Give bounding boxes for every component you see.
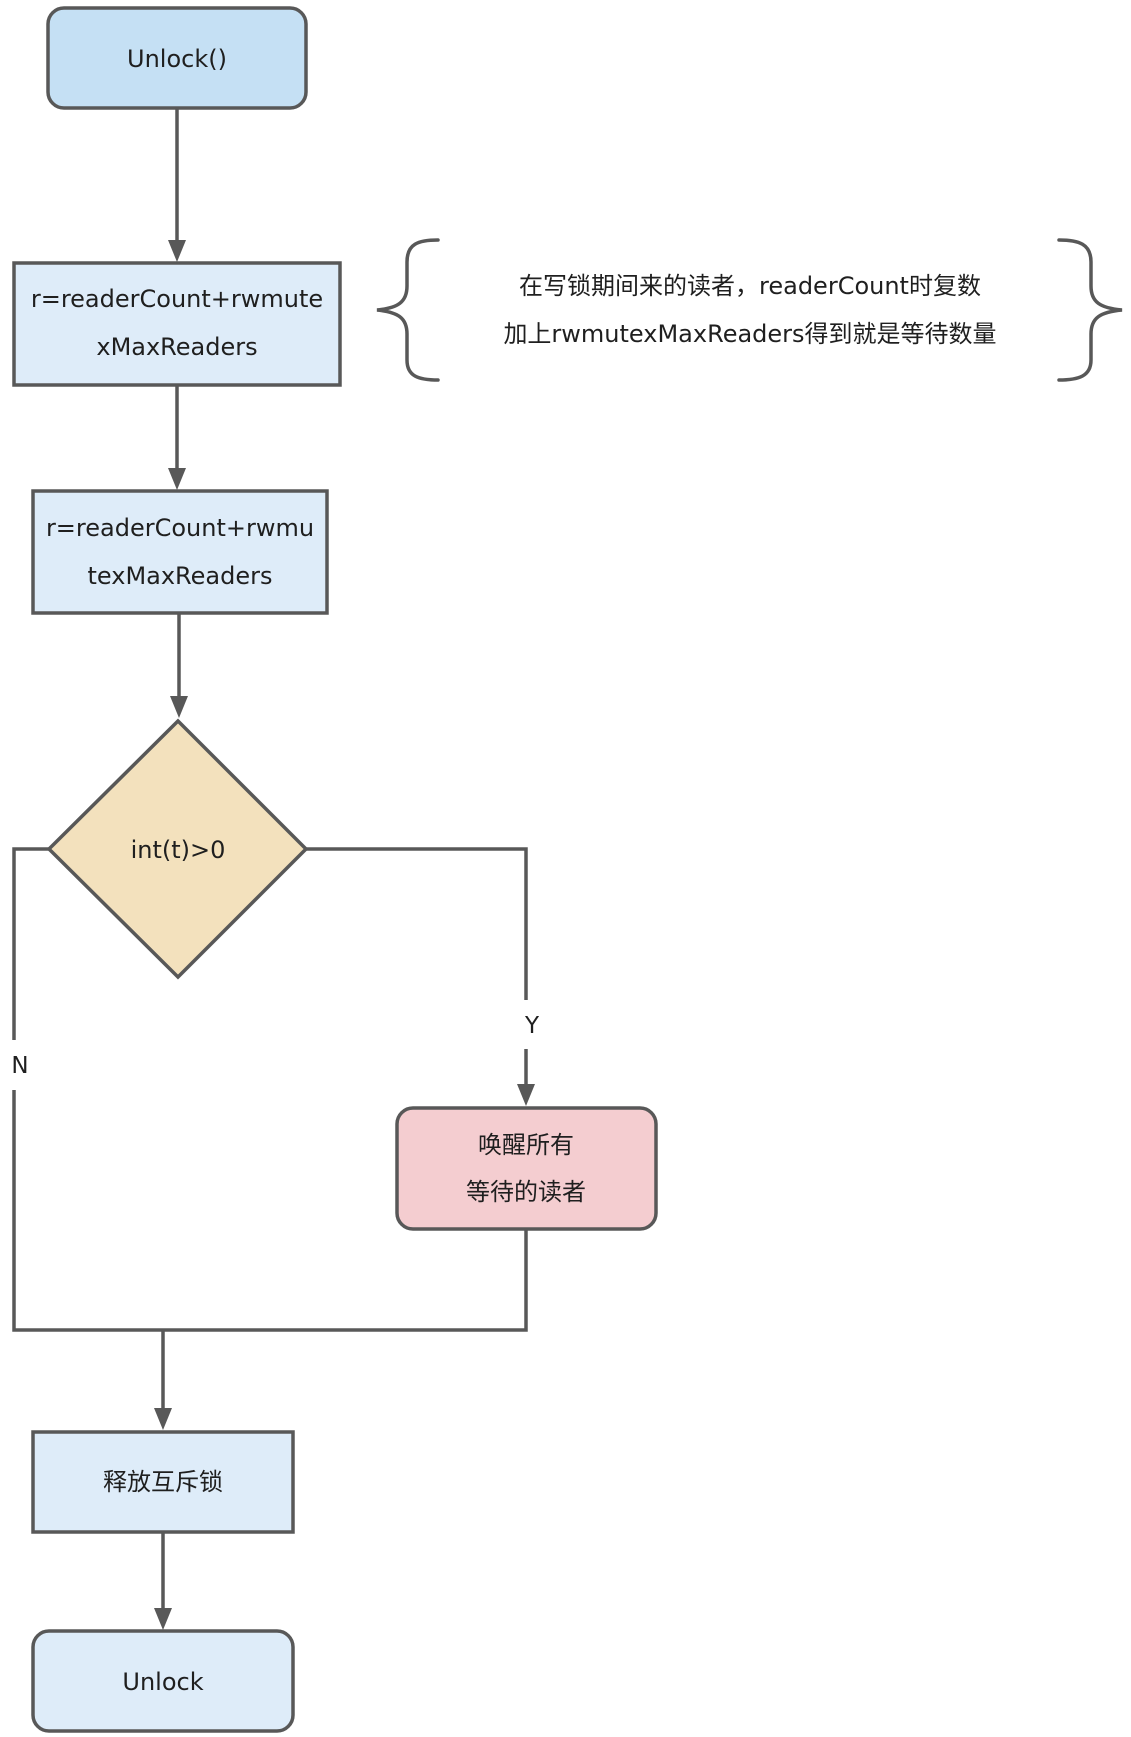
compute-r-1-line-2: xMaxReaders bbox=[96, 333, 257, 361]
edge-label-yes: Y bbox=[524, 1013, 540, 1039]
node-decision: int(t)>0 bbox=[46, 718, 309, 980]
annotation: 在写锁期间来的读者，readerCount时复数 加上rwmutexMaxRea… bbox=[376, 238, 1123, 382]
arrowhead-release bbox=[154, 1408, 172, 1430]
node-start: Unlock() bbox=[46, 6, 308, 110]
node-wake-readers: 唤醒所有 等待的读者 bbox=[395, 1106, 658, 1231]
edge-label-no: N bbox=[11, 1053, 28, 1079]
wake-readers-line-1: 唤醒所有 bbox=[478, 1131, 574, 1159]
arrowhead-wake bbox=[517, 1084, 535, 1106]
arrowhead-compute1 bbox=[168, 240, 186, 262]
release-mutex-label: 释放互斥锁 bbox=[103, 1468, 223, 1496]
compute-r-2-line-1: r=readerCount+rwmu bbox=[46, 514, 314, 542]
edge-decision-no-lower bbox=[12, 1090, 528, 1332]
edge-decision-no-upper bbox=[12, 847, 49, 1040]
annotation-line-2: 加上rwmutexMaxReaders得到就是等待数量 bbox=[503, 320, 996, 348]
compute-r-2-shape bbox=[31, 489, 329, 615]
release-mutex-shape bbox=[31, 1430, 295, 1534]
node-compute-r-2: r=readerCount+rwmu texMaxReaders bbox=[31, 489, 329, 615]
decision-shape bbox=[46, 718, 309, 980]
arrowhead-compute2 bbox=[168, 468, 186, 490]
decision-label: int(t)>0 bbox=[131, 836, 226, 864]
start-shape bbox=[46, 6, 308, 110]
edges bbox=[12, 108, 535, 1630]
compute-r-1-line-1: r=readerCount+rwmute bbox=[31, 285, 323, 313]
node-release-mutex: 释放互斥锁 bbox=[31, 1430, 295, 1534]
right-brace-icon bbox=[1057, 238, 1123, 382]
annotation-line-1: 在写锁期间来的读者，readerCount时复数 bbox=[519, 272, 981, 300]
start-label: Unlock() bbox=[127, 45, 227, 73]
end-label: Unlock bbox=[122, 1668, 203, 1696]
compute-r-1-shape bbox=[12, 261, 342, 387]
arrowhead-end bbox=[154, 1608, 172, 1630]
edge-decision-yes-upper bbox=[306, 847, 528, 1000]
compute-r-2-line-2: texMaxReaders bbox=[87, 562, 272, 590]
node-compute-r-1: r=readerCount+rwmute xMaxReaders bbox=[12, 261, 342, 387]
wake-readers-line-2: 等待的读者 bbox=[466, 1178, 586, 1206]
wake-readers-shape bbox=[395, 1106, 658, 1231]
node-end: Unlock bbox=[31, 1629, 295, 1733]
end-shape bbox=[31, 1629, 295, 1733]
arrowhead-decision bbox=[170, 696, 188, 718]
left-brace-icon bbox=[376, 238, 440, 382]
